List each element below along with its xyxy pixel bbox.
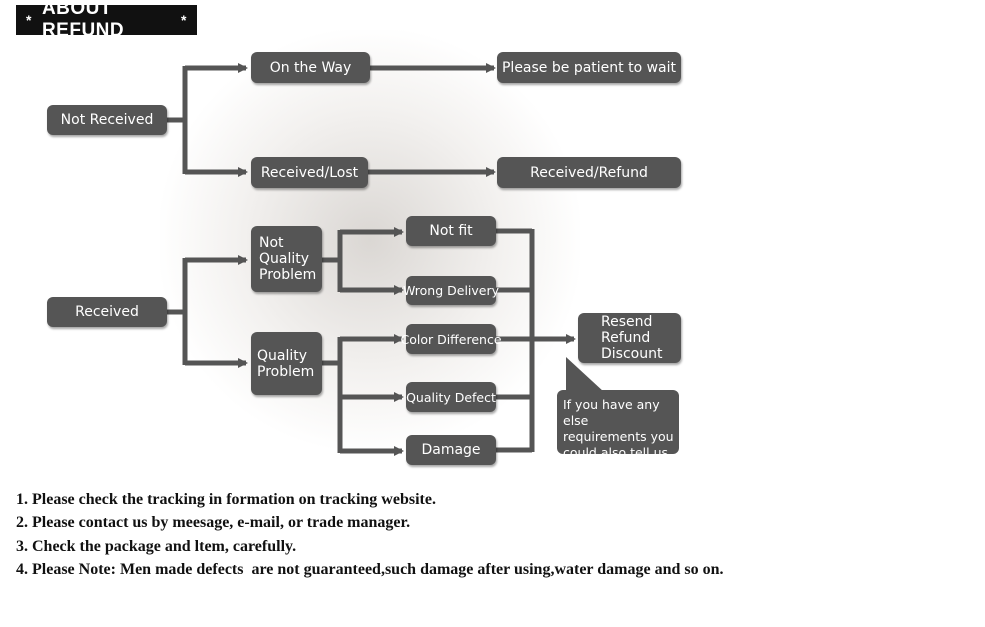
node-label: Quality Defect [406,389,496,405]
node-label: On the Way [269,59,352,76]
node-please-wait: Please be patient to wait [497,52,681,83]
callout-pointer [566,357,604,392]
section-title-text: ABOUT REFUND [41,0,125,41]
node-label: Color Difference [400,331,502,347]
node-label: Wrong Delivery [402,283,500,298]
note-item: 1. Please check the tracking in formatio… [16,491,436,508]
node-label: Please be patient to wait [501,59,676,76]
node-wrong-delivery: Wrong Delivery [402,276,500,305]
note-item: 3. Check the package and ltem, carefully… [16,537,297,555]
node-label: Received [75,304,139,320]
callout-line: could also tell us [563,445,669,460]
node-quality-problem: Quality Problem [251,332,322,395]
callout-line: requirements you [563,429,674,444]
star-icon: * [26,12,32,28]
node-label: Not Quality Problem [259,235,317,283]
requirements-callout: If you have any else requirements you co… [557,390,679,460]
node-label: Received/Refund [530,164,648,181]
refund-notes: 1. Please check the tracking in formatio… [16,488,723,581]
background-handshake-photo [160,30,580,450]
section-title: * ABOUT REFUND * [16,0,197,41]
node-label: Resend Refund Discount [601,314,663,362]
node-received-refund: Received/Refund [497,157,681,188]
star-icon: * [181,12,187,28]
node-not-fit: Not fit [406,216,496,246]
node-label: Quality Problem [257,347,315,380]
node-label: Received/Lost [260,164,359,181]
node-on-the-way: On the Way [251,52,370,83]
node-color-difference: Color Difference [400,324,502,354]
node-label: Damage [421,442,481,458]
callout-line: If you have any else [563,397,660,428]
node-received-lost: Received/Lost [251,157,368,188]
node-damage: Damage [406,435,496,465]
note-item: 4. Please Note: Men made defects are not… [16,560,724,578]
node-label: Not fit [429,223,473,239]
node-not-received: Not Received [47,105,167,135]
node-outcomes: Resend Refund Discount [578,313,681,363]
node-received: Received [47,297,167,327]
node-quality-defect: Quality Defect [406,382,496,412]
note-item: 2. Please contact us by meesage, e-mail,… [16,514,411,532]
node-label: Not Received [60,112,154,128]
node-not-quality-problem: Not Quality Problem [251,226,322,292]
